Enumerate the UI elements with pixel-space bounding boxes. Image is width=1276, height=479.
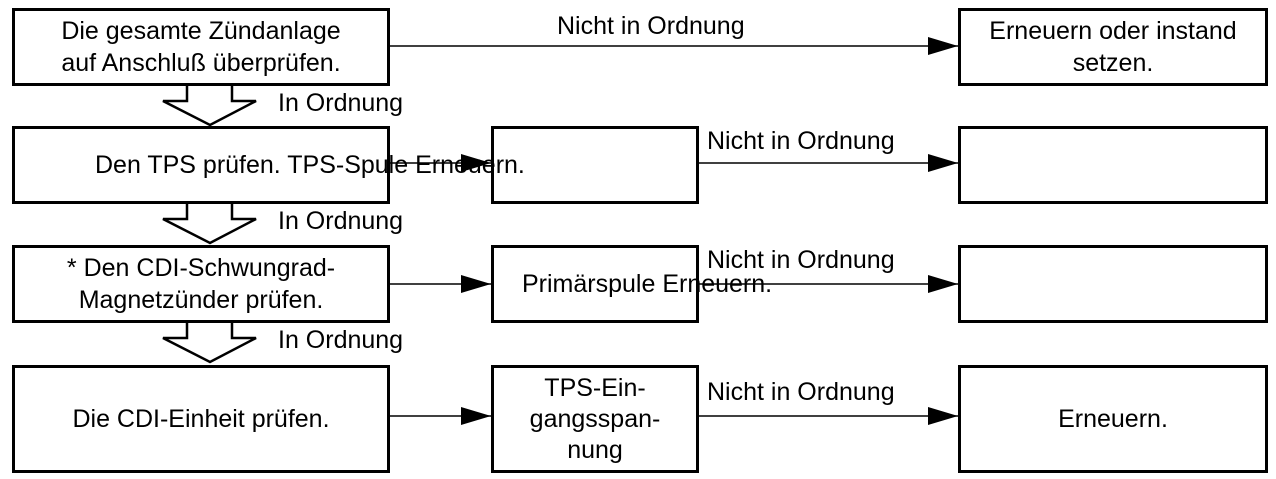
nok-label-4: Nicht in Ordnung: [707, 378, 895, 406]
ok-label-2: In Ordnung: [278, 207, 404, 235]
ok-label-1: In Ordnung: [278, 89, 404, 117]
step-box-4: Die CDI-Einheit prüfen.: [12, 365, 390, 473]
result-box-4: Erneuern.: [958, 365, 1268, 473]
result-box-2: [958, 126, 1268, 204]
result-box-1: Erneuern oder instand setzen.: [958, 8, 1268, 86]
down-arrow-3: [162, 322, 257, 364]
nok-label-1: Nicht in Ordnung: [557, 12, 745, 40]
nok-label-2: Nicht in Ordnung: [707, 127, 895, 155]
down-arrow-2: [162, 203, 257, 245]
step-box-1: Die gesamte Zündanlage auf Anschluß über…: [12, 8, 390, 86]
mid-box-3: Primärspule Erneuern.: [491, 245, 772, 323]
down-arrow-1: [162, 85, 257, 127]
result-box-3: [958, 245, 1268, 323]
mid-box-4: TPS-Ein- gangsspan- nung: [491, 365, 699, 473]
mid-box-2: [491, 126, 699, 204]
step-box-3: * Den CDI-Schwungrad- Magnetzünder prüfe…: [12, 245, 390, 323]
ok-label-3: In Ordnung: [278, 326, 404, 354]
step-box-2: Den TPS prüfen. TPS-Spule Erneuern.: [12, 126, 525, 204]
nok-label-3: Nicht in Ordnung: [707, 246, 895, 274]
